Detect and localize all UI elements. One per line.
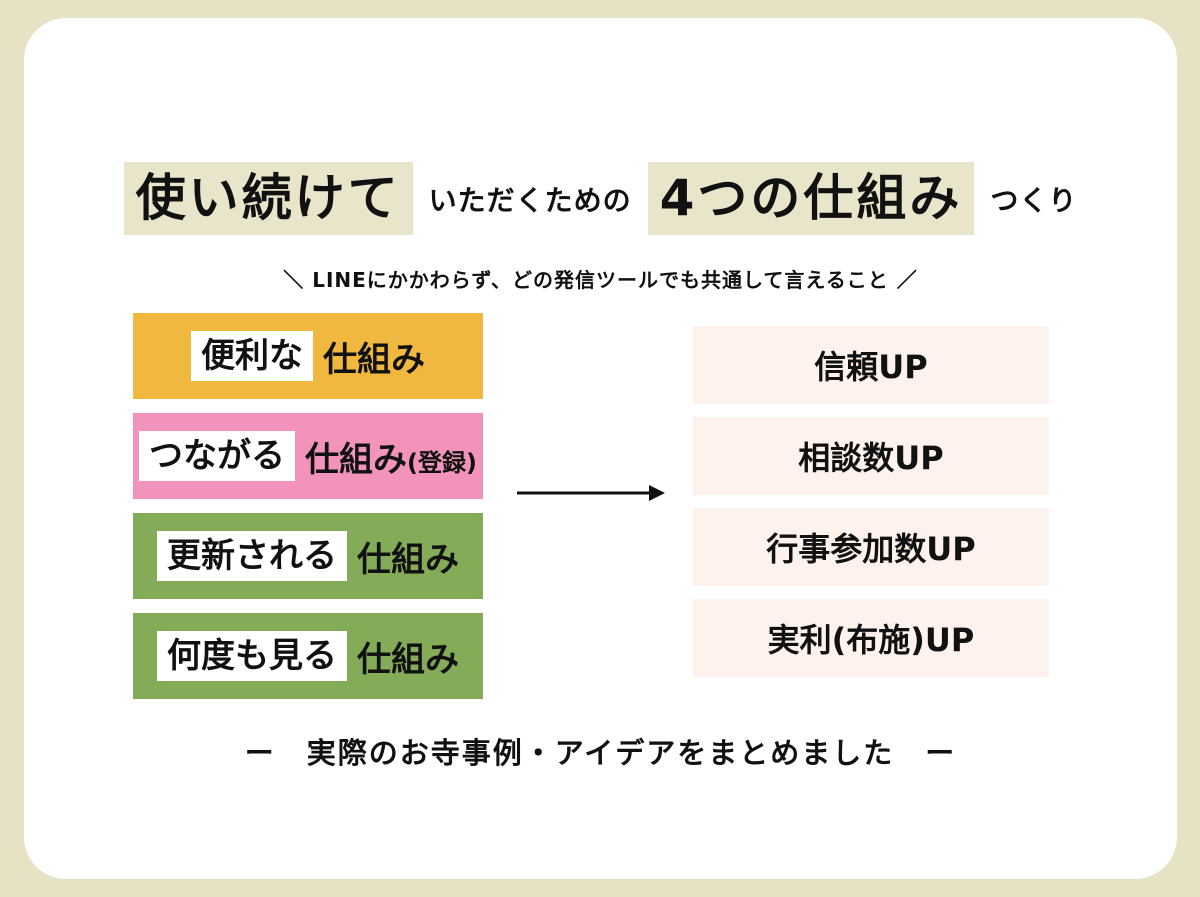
mechanism-keyword-chip: 便利な — [191, 330, 313, 382]
title-suffix: つくり — [990, 183, 1078, 217]
outcome-label: 実利(布施)UP — [767, 621, 975, 659]
outcome-box-donations: 実利(布施)UP — [693, 599, 1049, 677]
mechanism-keyword-chip: つながる — [139, 430, 296, 482]
right-arrow-icon — [517, 485, 665, 501]
outcome-label: 行事参加数UP — [766, 530, 976, 568]
mechanism-box-repeat-view: 何度も見る 仕組み — [133, 613, 483, 699]
mechanism-rest-label: 仕組み — [323, 332, 425, 381]
title-highlight-1: 使い続けて — [123, 162, 413, 235]
outcome-box-trust: 信頼UP — [693, 326, 1049, 404]
mechanism-list: 便利な 仕組み つながる 仕組み (登録) 更新される 仕組み 何度も見る 仕組… — [133, 313, 483, 699]
mechanism-box-connect: つながる 仕組み (登録) — [133, 413, 483, 499]
mechanism-rest-label: 仕組み — [357, 632, 459, 681]
mechanism-rest-text: 仕組み — [305, 439, 408, 480]
mechanism-rest-text: 仕組み — [323, 339, 425, 380]
outcome-list: 信頼UP 相談数UP 行事参加数UP 実利(布施)UP — [693, 326, 1049, 677]
outcome-box-consultations: 相談数UP — [693, 417, 1049, 495]
mechanism-keyword-chip: 更新される — [157, 530, 347, 582]
title-highlight-2: 4つの仕組み — [647, 162, 975, 235]
footer-note: ー 実際のお寺事例・アイデアをまとめました ー — [244, 736, 957, 770]
title-connector: いただくための — [428, 183, 632, 217]
mechanism-rest-label: 仕組み (登録) — [305, 432, 477, 481]
outcome-box-event-attendance: 行事参加数UP — [693, 508, 1049, 586]
content-card: 使い続けて いただくための 4つの仕組み つくり ＼ LINEにかかわらず、どの… — [24, 18, 1177, 879]
mechanism-rest-text: 仕組み — [357, 539, 459, 580]
mechanism-box-updated: 更新される 仕組み — [133, 513, 483, 599]
mechanism-rest-label: 仕組み — [357, 532, 459, 581]
mechanism-keyword-chip: 何度も見る — [157, 630, 347, 682]
slide-title: 使い続けて いただくための 4つの仕組み つくり — [24, 162, 1177, 235]
outcome-label: 相談数UP — [798, 439, 944, 477]
mechanism-rest-text: 仕組み — [357, 639, 459, 680]
mechanism-box-convenient: 便利な 仕組み — [133, 313, 483, 399]
mechanism-suffix-text: (登録) — [407, 448, 477, 477]
outcome-label: 信頼UP — [814, 348, 928, 386]
subtitle: ＼ LINEにかかわらず、どの発信ツールでも共通して言えること ／ — [283, 268, 918, 292]
